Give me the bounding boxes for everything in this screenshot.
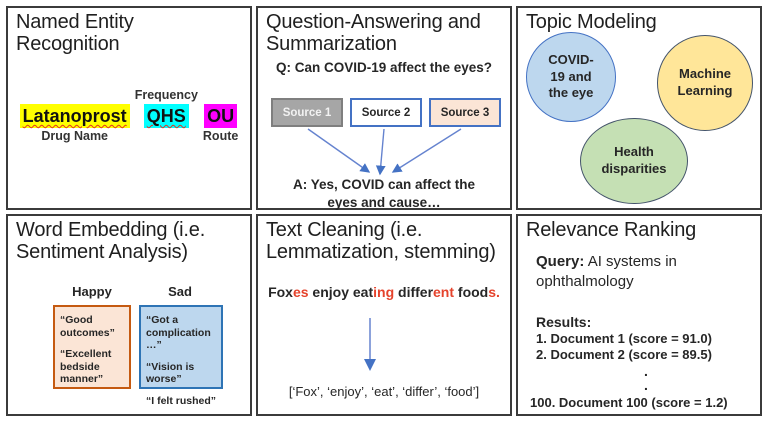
panel-title: Text Cleaning (i.e. Lemmatization, stemm… bbox=[266, 219, 496, 264]
topic-circle-health-disparities: Health disparities bbox=[580, 118, 688, 204]
panel-title: Question-Answering and Summarization bbox=[266, 11, 481, 56]
stemmed-sentence: Foxes enjoy eating different foods. bbox=[258, 284, 510, 300]
entity-route-column: OU Route bbox=[203, 104, 238, 145]
sad-label: Sad bbox=[168, 284, 192, 299]
sad-quote: “Got a complication …” bbox=[146, 314, 211, 352]
result-item-2: 2. Document 2 (score = 89.5) bbox=[536, 347, 712, 362]
results-label: Results: bbox=[536, 314, 592, 330]
answer-line-2: eyes and cause… bbox=[327, 194, 441, 210]
down-arrow-icon bbox=[364, 318, 376, 371]
stem-segment: food bbox=[454, 284, 489, 300]
entity-label-drug-name: Drug Name bbox=[41, 129, 109, 143]
query-value: AI systems in ophthalmology bbox=[536, 253, 677, 291]
panel-title: Topic Modeling bbox=[526, 11, 657, 33]
result-item-last: 100. Document 100 (score = 1.2) bbox=[530, 395, 728, 410]
panel-named-entity-recognition: Named Entity Recognition Latanoprost Dru… bbox=[6, 6, 252, 210]
panel-title: Word Embedding (i.e. Sentiment Analysis) bbox=[16, 219, 206, 264]
happy-label: Happy bbox=[72, 284, 112, 299]
query-label: Query: bbox=[536, 253, 585, 270]
lemmatized-token-list: [‘Fox’, ‘enjoy’, ‘eat’, ‘differ’, ‘food’… bbox=[288, 384, 480, 399]
panel-relevance-ranking: Relevance Ranking Query: AI systems in o… bbox=[516, 214, 762, 416]
source-box-3: Source 3 bbox=[429, 98, 501, 127]
stem-segment: Fox bbox=[268, 284, 293, 300]
converging-arrows-icon bbox=[307, 128, 462, 176]
stem-segment: enjoy eat bbox=[308, 284, 374, 300]
topic-circle-covid-eye: COVID- 19 and the eye bbox=[526, 32, 616, 122]
entity-chip-frequency: QHS bbox=[143, 104, 189, 128]
panel-topic-modeling: Topic Modeling COVID- 19 and the eye Mac… bbox=[516, 6, 762, 210]
entity-frequency-column: Frequency QHS bbox=[135, 87, 198, 128]
source-boxes-row: Source 1 Source 2 Source 3 bbox=[271, 98, 501, 127]
query-text: Query: AI systems in ophthalmology bbox=[536, 252, 726, 293]
suffix-segment: ent bbox=[433, 284, 455, 300]
sad-quotes-box: “Got a complication …” “Vision is worse”… bbox=[139, 305, 223, 407]
ellipsis-dot: . bbox=[644, 377, 648, 393]
question-text: Q: Can COVID-19 affect the eyes? bbox=[275, 60, 493, 75]
happy-quotes-box: “Good outcomes” “Excellent bedside manne… bbox=[53, 305, 131, 389]
suffix-segment: es bbox=[292, 284, 309, 300]
suffix-segment: s. bbox=[488, 284, 500, 300]
entity-chip-drug: Latanoprost bbox=[19, 104, 130, 128]
suffix-segment: ing bbox=[373, 284, 395, 300]
panel-title: Named Entity Recognition bbox=[16, 11, 134, 56]
source-box-1: Source 1 bbox=[271, 98, 343, 127]
panel-word-embedding: Word Embedding (i.e. Sentiment Analysis)… bbox=[6, 214, 252, 416]
happy-quote: “Excellent bedside manner” bbox=[60, 348, 112, 386]
entity-label-route: Route bbox=[202, 129, 239, 143]
ellipsis-dot: . bbox=[644, 363, 648, 379]
entity-drug-column: Latanoprost Drug Name bbox=[19, 104, 130, 145]
source-box-2: Source 2 bbox=[350, 98, 422, 127]
stem-segment: differ bbox=[394, 284, 434, 300]
sad-quote: “I felt rushed” bbox=[146, 394, 217, 407]
panel-title: Relevance Ranking bbox=[526, 219, 697, 241]
answer-text: A: Yes, COVID can affect the eyes and ca… bbox=[258, 176, 510, 211]
result-item-1: 1. Document 1 (score = 91.0) bbox=[536, 331, 712, 346]
topic-circle-machine-learning: Machine Learning bbox=[657, 35, 753, 131]
entity-chip-route: OU bbox=[204, 104, 238, 128]
sad-quote: “Vision is worse” bbox=[146, 360, 195, 386]
entity-label-frequency: Frequency bbox=[134, 88, 198, 102]
panel-question-answering: Question-Answering and Summarization Q: … bbox=[256, 6, 512, 210]
panel-text-cleaning: Text Cleaning (i.e. Lemmatization, stemm… bbox=[256, 214, 512, 416]
happy-quote: “Good outcomes” bbox=[60, 314, 115, 339]
entity-annotation-row: Latanoprost Drug Name Frequency QHS OU R… bbox=[8, 87, 250, 145]
answer-line-1: A: Yes, COVID can affect the bbox=[292, 177, 476, 192]
